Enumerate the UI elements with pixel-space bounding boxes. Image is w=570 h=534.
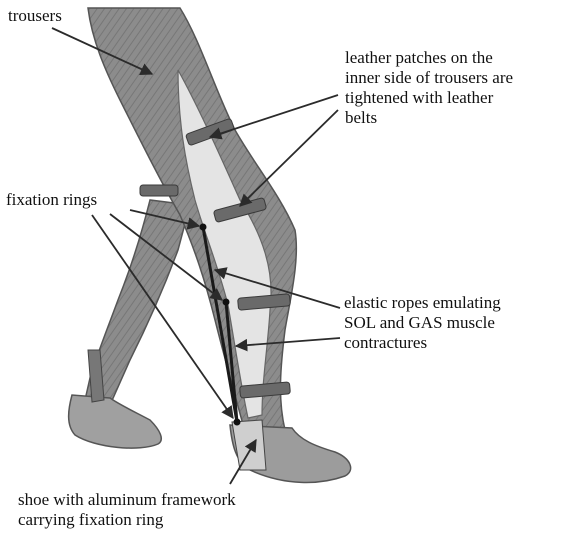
fixation-ring-upper <box>200 224 207 231</box>
label-patches-line-2: inner side of trousers are <box>345 68 513 88</box>
label-fixation-rings: fixation rings <box>6 190 97 210</box>
label-shoe-line-1: shoe with aluminum framework <box>18 490 236 510</box>
label-fixation-text: fixation rings <box>6 190 97 210</box>
label-shoe-line-2: carrying fixation ring <box>18 510 236 530</box>
label-leather-patches: leather patches on the inner side of tro… <box>345 48 513 128</box>
fixation-ring-middle <box>223 299 230 306</box>
label-ropes-line-1: elastic ropes emulating <box>344 293 501 313</box>
label-patches-line-1: leather patches on the <box>345 48 513 68</box>
label-trousers: trousers <box>8 6 62 26</box>
label-patches-line-3: tightened with leather <box>345 88 513 108</box>
label-ropes-line-3: contractures <box>344 333 501 353</box>
fixation-ring-lower <box>234 419 241 426</box>
label-trousers-text: trousers <box>8 6 62 26</box>
label-patches-line-4: belts <box>345 108 513 128</box>
back-shoe <box>69 395 162 448</box>
label-elastic-ropes: elastic ropes emulating SOL and GAS musc… <box>344 293 501 353</box>
label-shoe: shoe with aluminum framework carrying fi… <box>18 490 236 530</box>
label-ropes-line-2: SOL and GAS muscle <box>344 313 501 333</box>
shoe-aluminum-framework <box>232 420 266 470</box>
arrow-patch-lower <box>240 110 338 206</box>
